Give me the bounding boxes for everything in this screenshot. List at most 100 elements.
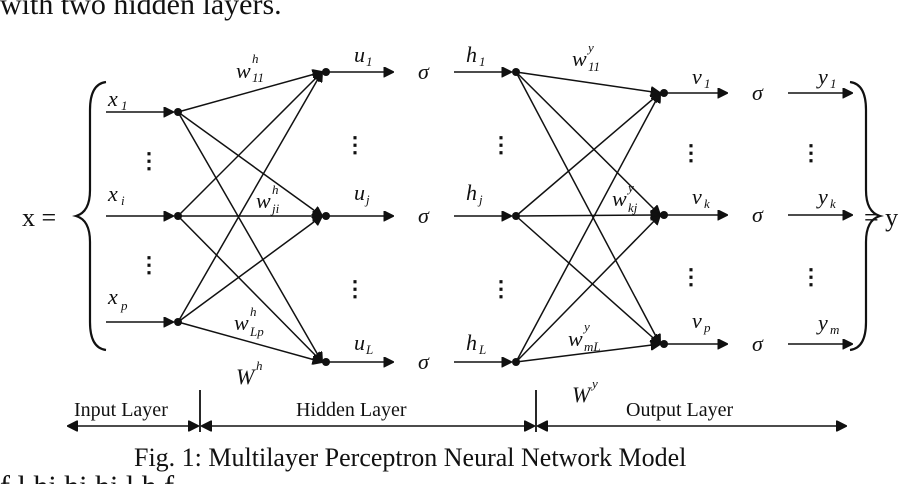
output-in-junction-1 <box>660 211 668 219</box>
hidden-sigma-node-0-circle <box>394 46 454 98</box>
svg-text:11: 11 <box>252 70 264 85</box>
output-in-junction-2 <box>660 340 668 348</box>
output-in-label-p: v p <box>692 308 711 335</box>
svg-text:u: u <box>354 180 365 205</box>
x-equals-label: x = <box>22 203 56 232</box>
dots-hidden-out-lower: ⋮ <box>490 276 512 301</box>
svg-text:k: k <box>704 196 710 211</box>
input-junction-2 <box>174 318 182 326</box>
edge-h0-o0 <box>515 71 660 93</box>
dots-hidden-in-upper: ⋮ <box>344 132 366 157</box>
weight-label-w11h: w h 11 <box>236 51 264 85</box>
hidden-out-label-L: h L <box>466 330 486 357</box>
svg-text:Lp: Lp <box>249 324 264 339</box>
svg-text:h: h <box>252 51 259 66</box>
hidden-out-junction-1 <box>512 212 520 220</box>
output-sigma-node-0-symbol: σ <box>752 80 764 105</box>
svg-text:w: w <box>572 46 587 71</box>
svg-text:y: y <box>816 310 828 335</box>
dots-hidden-in-lower: ⋮ <box>344 276 366 301</box>
svg-text:x: x <box>107 181 118 206</box>
output-sigma-node-0-circle <box>728 67 788 119</box>
svg-text:1: 1 <box>830 76 837 91</box>
weight-label-wkjy: w y kj <box>612 180 638 215</box>
edge-in2-h1 <box>177 216 322 323</box>
svg-text:1: 1 <box>479 54 486 69</box>
edge-in0-h2 <box>177 111 322 362</box>
svg-text:y: y <box>586 40 594 55</box>
weight-label-w11y: w y 11 <box>572 40 600 74</box>
hidden-in-label-L: u L <box>354 330 373 357</box>
svg-text:h: h <box>272 182 279 197</box>
svg-text:j: j <box>364 192 370 207</box>
edge-h1-o1 <box>515 215 660 216</box>
svg-text:u: u <box>354 42 365 67</box>
svg-text:j: j <box>477 192 483 207</box>
hidden-in-junction-1 <box>322 212 330 220</box>
edge-h2-o2 <box>515 344 660 363</box>
hidden-sigma-node-1-symbol: σ <box>418 203 430 228</box>
edge-h1-o0 <box>515 93 660 217</box>
weight-label-wLph: w h Lp <box>234 304 264 339</box>
bottom-text-line: f l hi hi hi l h f <box>0 470 174 484</box>
svg-text:w: w <box>612 186 627 211</box>
output-in-junction-0 <box>660 89 668 97</box>
matrix-label-Wh: W h <box>236 358 263 389</box>
output-sigma-node-2-circle <box>728 318 788 370</box>
input-label-i: x i <box>107 181 125 208</box>
edge-in2-h0 <box>177 72 322 323</box>
svg-text:v: v <box>692 184 702 209</box>
dots-output-in-lower: ⋮ <box>680 264 702 289</box>
dots-output-lower: ⋮ <box>800 264 822 289</box>
svg-text:w: w <box>256 188 271 213</box>
connection-lines <box>106 72 852 362</box>
svg-text:y: y <box>626 180 634 195</box>
dots-output-in-upper: ⋮ <box>680 140 702 165</box>
svg-text:kj: kj <box>628 200 638 215</box>
output-sigma-node-1-circle <box>728 189 788 241</box>
output-label-m: y m <box>816 310 839 337</box>
svg-text:w: w <box>568 326 583 351</box>
edge-in0-h1 <box>177 111 322 216</box>
edge-h1-o2 <box>515 215 660 344</box>
svg-text:L: L <box>365 342 373 357</box>
hidden-sigma-node-1-circle <box>394 190 454 242</box>
hidden-in-junction-0 <box>322 68 330 76</box>
figure-caption: Fig. 1: Multilayer Perceptron Neural Net… <box>134 443 686 472</box>
output-sigma-node-0: σ <box>728 67 788 119</box>
dots-hidden-out-upper: ⋮ <box>490 132 512 157</box>
dots-input-lower: ⋮ <box>138 252 160 277</box>
svg-text:y: y <box>582 319 590 334</box>
svg-text:h: h <box>256 358 263 373</box>
hidden-out-label-1: h 1 <box>466 42 486 69</box>
output-sigma-node-2: σ <box>728 318 788 370</box>
input-layer-label: Input Layer <box>74 399 168 421</box>
input-label-1: x 1 <box>107 86 128 113</box>
hidden-out-junction-0 <box>512 68 520 76</box>
edge-in0-h0 <box>177 72 322 113</box>
svg-text:x: x <box>107 284 118 309</box>
right-brace <box>849 80 884 352</box>
svg-text:h: h <box>466 330 477 355</box>
output-in-label-1: v 1 <box>692 64 711 91</box>
output-layer-label: Output Layer <box>626 399 734 421</box>
svg-text:x: x <box>107 86 118 111</box>
ellipsis-dots: ⋮ ⋮ ⋮ ⋮ ⋮ ⋮ ⋮ ⋮ ⋮ ⋮ <box>138 132 822 301</box>
dots-input-upper: ⋮ <box>138 148 160 173</box>
hidden-layer-label: Hidden Layer <box>296 399 407 421</box>
output-label-1: y 1 <box>816 64 837 91</box>
edge-in1-h2 <box>177 215 322 362</box>
svg-text:W: W <box>236 364 256 389</box>
hidden-sigma-node-1: σ <box>394 190 454 242</box>
edge-h0-o2 <box>515 71 660 344</box>
svg-text:ji: ji <box>270 201 280 216</box>
output-sigma-node-1-symbol: σ <box>752 202 764 227</box>
svg-text:p: p <box>120 298 128 313</box>
hidden-in-label-j: u j <box>354 180 370 207</box>
hidden-in-junction-2 <box>322 358 330 366</box>
edge-h2-o1 <box>515 215 660 363</box>
matrix-label-Wy: W y <box>572 376 598 407</box>
svg-text:w: w <box>236 58 251 83</box>
edge-in1-h0 <box>177 72 322 217</box>
